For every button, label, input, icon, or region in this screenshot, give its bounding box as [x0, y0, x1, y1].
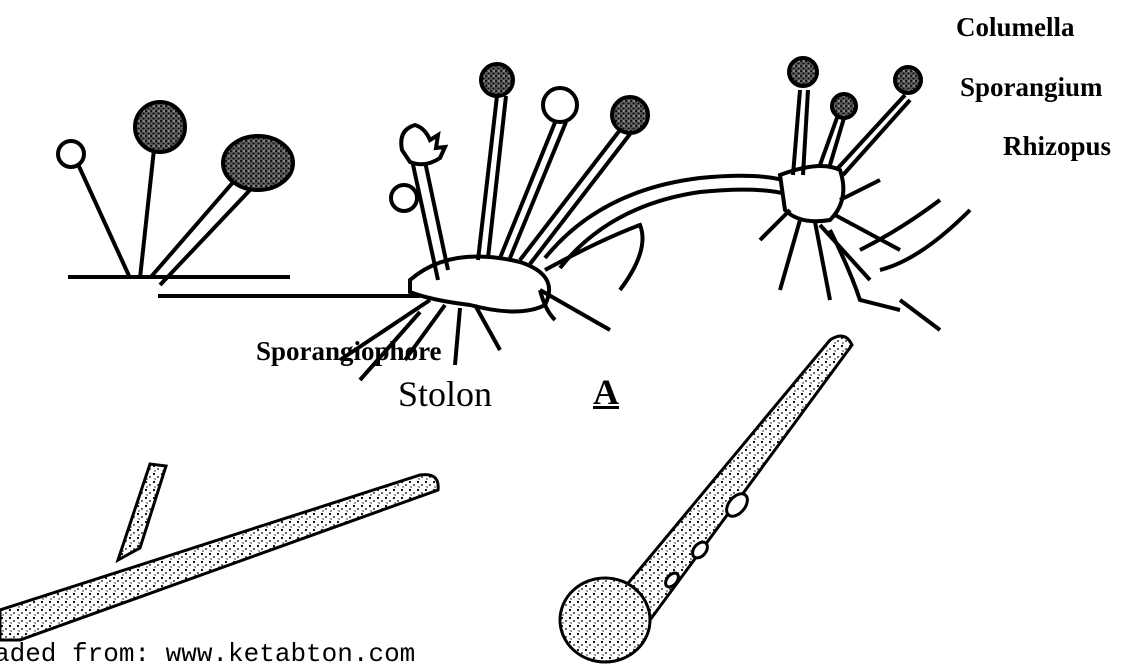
columella-label: Columella: [956, 14, 1075, 41]
middle-sporangiophore-cluster: [340, 64, 648, 380]
right-sporangiophore-cluster: [760, 58, 970, 330]
sporangium-label: Sporangium: [960, 74, 1103, 101]
hypha-branch-drawing: [0, 464, 438, 640]
left-sporangiophore-cluster: [58, 102, 420, 296]
rhizopus-label: Rhizopus: [1003, 133, 1111, 160]
download-source-note: aded from: www.ketabton.com: [0, 641, 415, 667]
sporangiophore-label: Sporangiophore: [256, 338, 442, 365]
stolon-label: Stolon: [398, 376, 492, 412]
figure-letter-label: A: [593, 374, 619, 410]
stolon-arc: [545, 176, 790, 268]
